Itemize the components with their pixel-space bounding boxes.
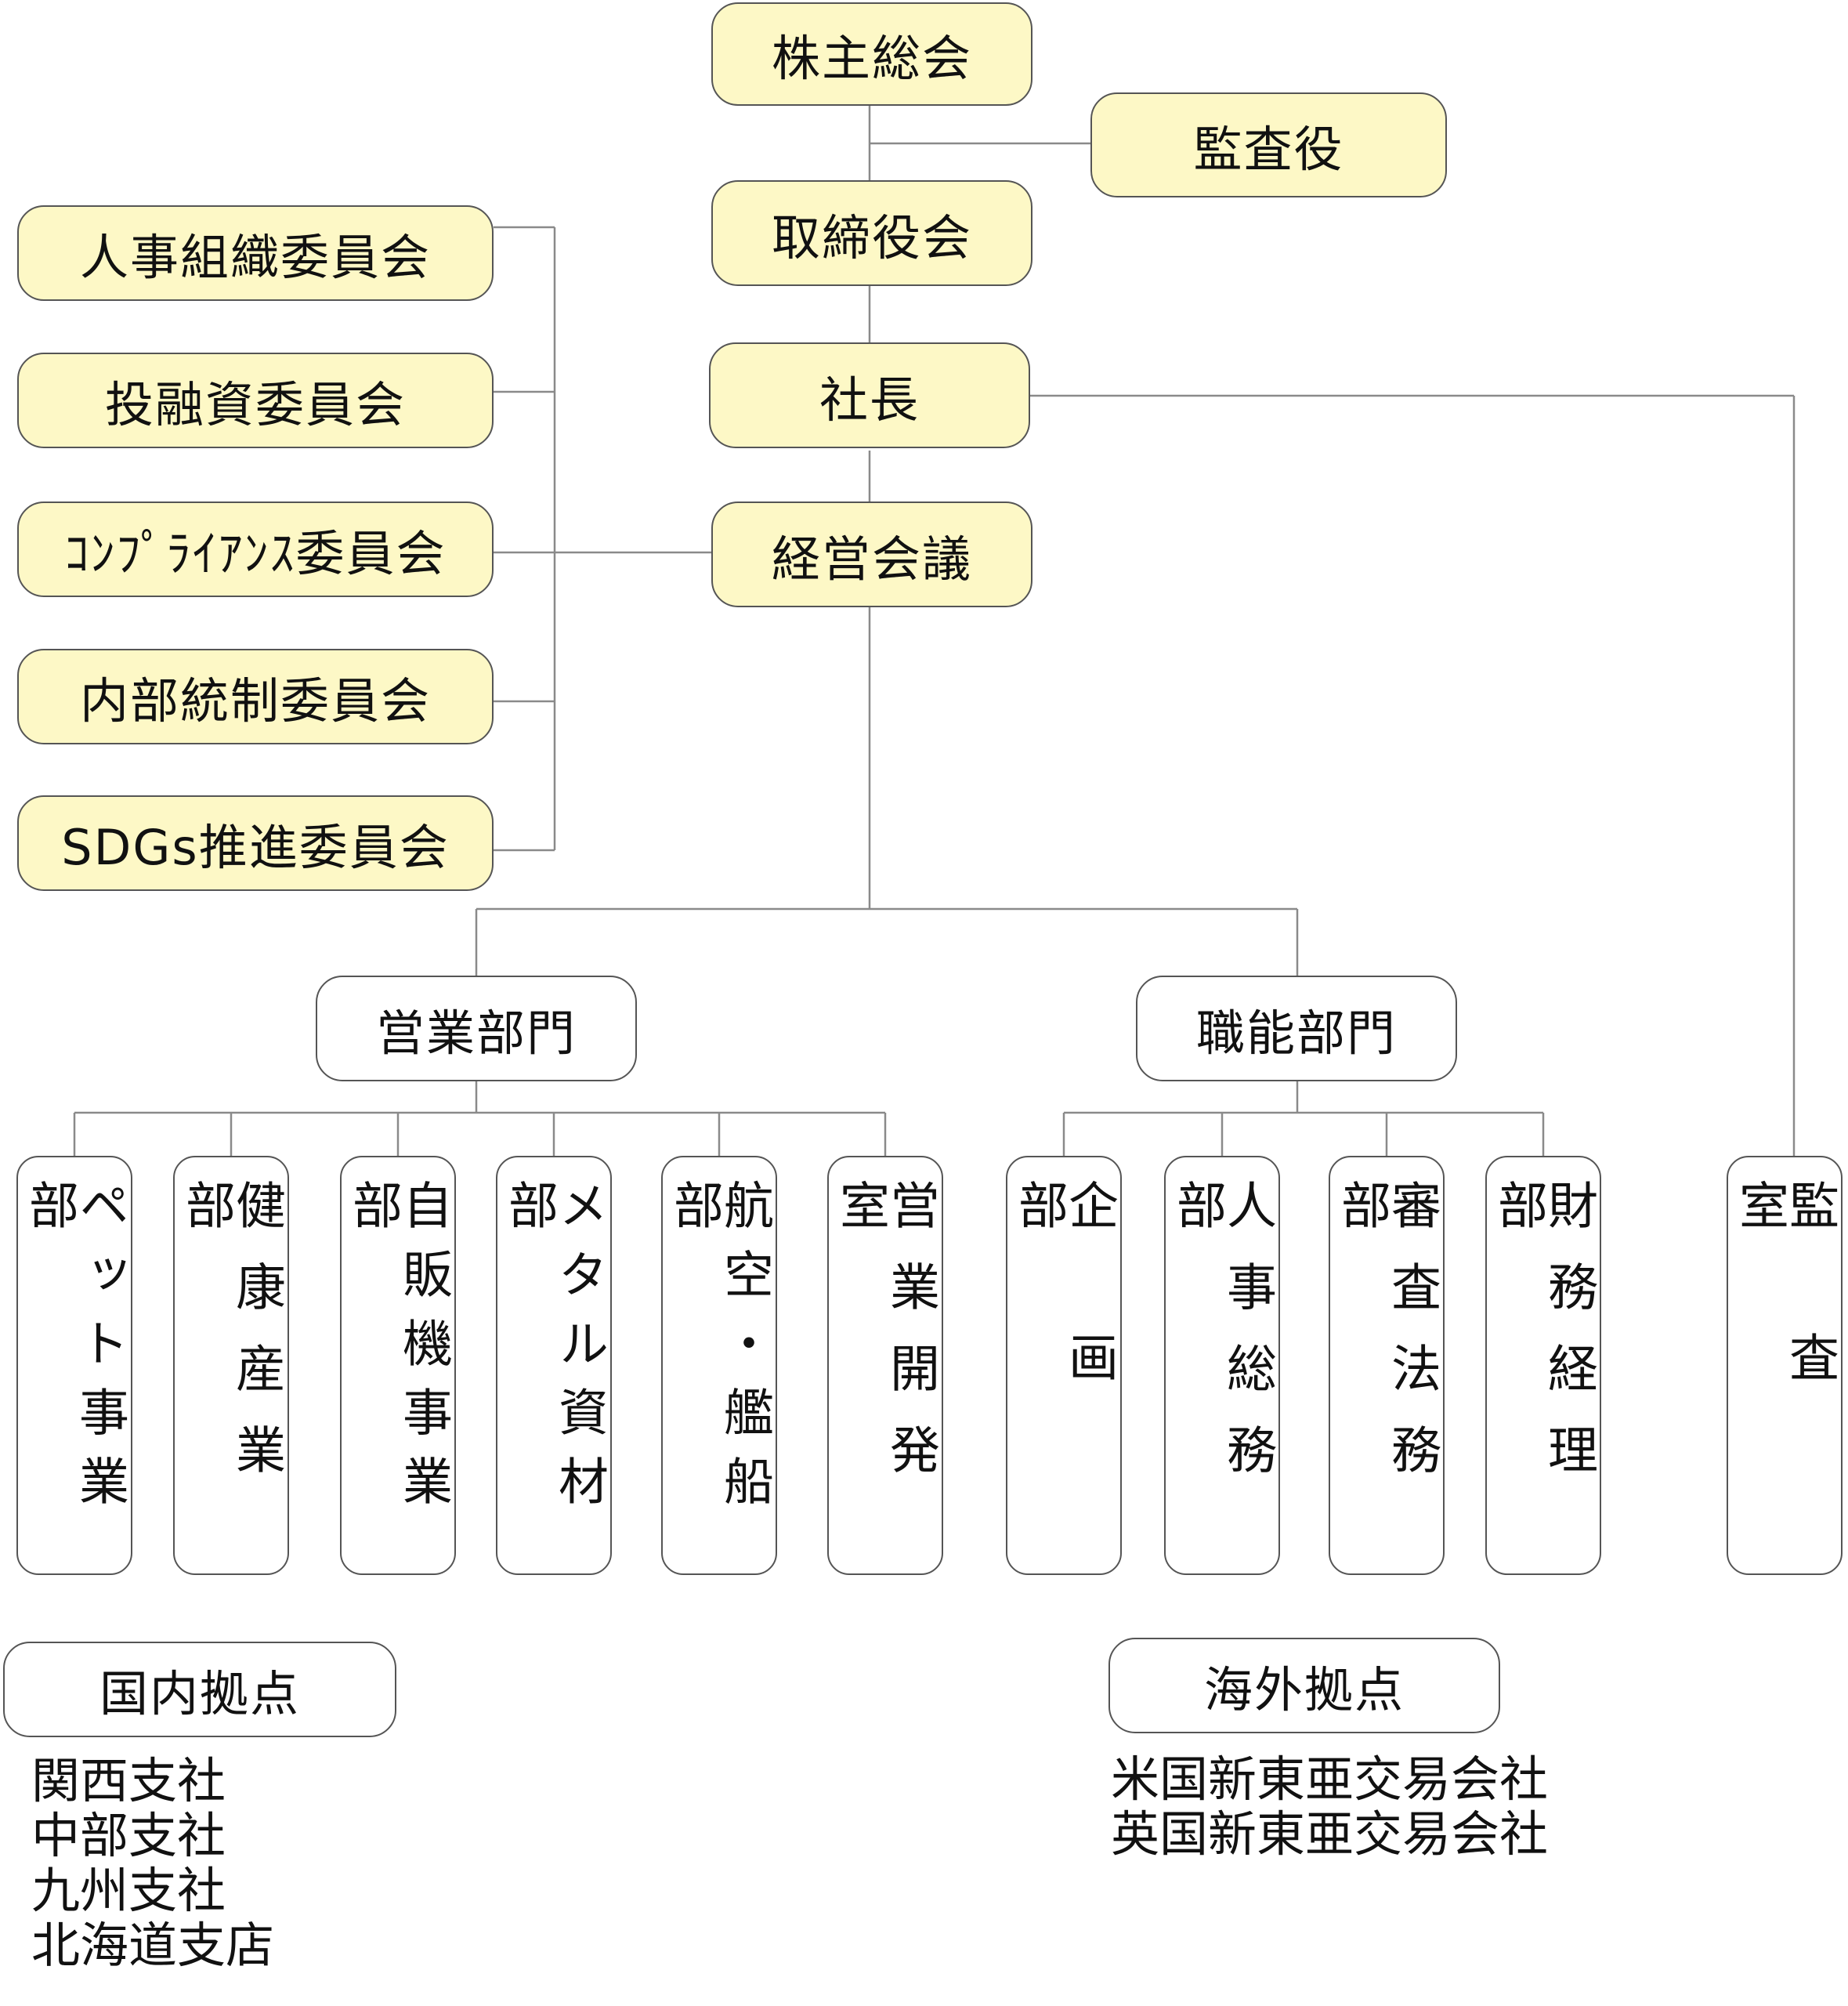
domestic-base-item: 関西支社 (31, 1752, 226, 1809)
overseas-bases-list: 米国新東亜交易会社 英国新東亜交易会社 (1111, 1752, 1548, 1862)
dept-health-box: 健康産業部 (173, 1156, 289, 1575)
sales-division-box: 営業部門 (316, 976, 637, 1081)
dept-finance-box: 財務経理部 (1485, 1156, 1601, 1575)
functional-division-box: 職能部門 (1136, 976, 1457, 1081)
domestic-bases-list: 関西支社 中部支社 九州支社 北海道支店 (31, 1754, 274, 1973)
domestic-base-item: 九州支社 (31, 1862, 226, 1919)
dept-health-label: 健康産業部 (177, 1179, 285, 1505)
dept-sales-dev-box: 営業開発室 (827, 1156, 943, 1575)
domestic-bases-box: 国内拠点 (3, 1642, 396, 1737)
dept-finance-label: 財務経理部 (1489, 1179, 1597, 1505)
overseas-bases-box: 海外拠点 (1108, 1638, 1500, 1733)
dept-pet-box: ペット事業部 (16, 1156, 132, 1575)
management-meeting-box: 経営会議 (711, 502, 1032, 607)
dept-pet-label: ペット事業部 (20, 1179, 128, 1524)
board-box: 取締役会 (711, 180, 1032, 286)
dept-legal-box: 審査法務部 (1329, 1156, 1445, 1575)
committee-sdgs-box: SDGs推進委員会 (17, 795, 494, 891)
dept-metal-label: メタル資材部 (500, 1179, 608, 1524)
domestic-base-item: 中部支社 (31, 1807, 226, 1864)
dept-vending-label: 自販機事業部 (344, 1179, 452, 1524)
auditor-box: 監査役 (1090, 92, 1447, 197)
dept-aviation-box: 航空・艦船部 (661, 1156, 777, 1575)
committee-investment-box: 投融資委員会 (17, 353, 494, 448)
president-box: 社長 (709, 342, 1030, 448)
dept-aviation-label: 航空・艦船部 (665, 1179, 773, 1524)
audit-office-box: 監査室 (1727, 1156, 1843, 1575)
domestic-base-item: 北海道支店 (31, 1917, 275, 1974)
committee-hr-box: 人事組織委員会 (17, 205, 494, 301)
dept-planning-label: 企画部 (1010, 1179, 1118, 1483)
dept-vending-box: 自販機事業部 (340, 1156, 456, 1575)
audit-office-label: 監査室 (1730, 1179, 1839, 1483)
dept-sales-dev-label: 営業開発室 (831, 1179, 939, 1505)
dept-hr-general-box: 人事総務部 (1164, 1156, 1280, 1575)
shareholders-meeting-box: 株主総会 (711, 2, 1032, 106)
dept-hr-general-label: 人事総務部 (1168, 1179, 1276, 1505)
committee-internal-control-box: 内部統制委員会 (17, 649, 494, 744)
overseas-base-item: 米国新東亜交易会社 (1111, 1751, 1549, 1808)
dept-metal-box: メタル資材部 (496, 1156, 612, 1575)
overseas-base-item: 英国新東亜交易会社 (1111, 1805, 1549, 1863)
dept-legal-label: 審査法務部 (1333, 1179, 1441, 1505)
committee-compliance-box: ｺﾝﾌﾟﾗｲｱﾝｽ委員会 (17, 502, 494, 597)
dept-planning-box: 企画部 (1006, 1156, 1122, 1575)
